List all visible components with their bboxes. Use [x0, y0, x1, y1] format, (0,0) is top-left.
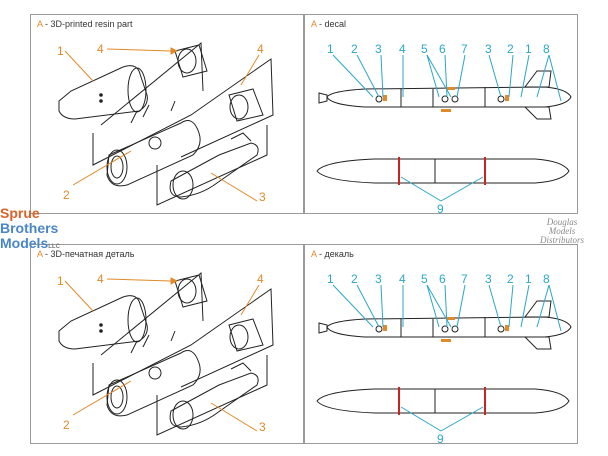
nose-cone-part [58, 295, 148, 350]
callout-2: 2 [63, 188, 70, 202]
callout-5: 5 [421, 272, 428, 286]
pod-top-view [316, 158, 570, 184]
resin-parts-illustration: 1 4 4 2 3 [57, 271, 274, 436]
watermark-sprue-brothers: Sprue Brothers ModelsLLC [0, 205, 60, 251]
callout-3: 3 [259, 420, 266, 434]
panel-decal-en: A - decal [304, 14, 578, 214]
callout-1: 1 [327, 42, 334, 56]
callout-6: 6 [439, 272, 446, 286]
callout-2b: 2 [507, 272, 514, 286]
callout-2: 2 [351, 272, 358, 286]
callout-8: 8 [543, 272, 550, 286]
callout-4b: 4 [257, 42, 264, 56]
callout-4a: 4 [97, 272, 104, 286]
callout-2: 2 [351, 42, 358, 56]
pod-top-view [316, 388, 570, 414]
callout-3b: 3 [485, 272, 492, 286]
callout-3: 3 [375, 42, 382, 56]
panel-title: A - 3D-печатная деталь [37, 249, 135, 259]
ring-part [228, 88, 264, 122]
callout-4: 4 [399, 42, 406, 56]
callout-3: 3 [259, 190, 266, 204]
panel-title: A - 3D-printed resin part [37, 19, 133, 29]
callout-1b: 1 [525, 272, 532, 286]
callout-7: 7 [461, 42, 468, 56]
center-fuselage-part [106, 120, 201, 187]
callout-1: 1 [57, 44, 64, 58]
resin-parts-illustration: 1 4 4 2 3 [57, 41, 274, 206]
pod-side-view [326, 316, 572, 338]
callout-1: 1 [57, 274, 64, 288]
panel-title: A - декаль [311, 249, 354, 259]
decal-placement-illustration: 1 2 3 4 5 6 7 3 2 1 8 9 [316, 42, 572, 214]
callout-7: 7 [461, 272, 468, 286]
ring-part [228, 318, 264, 352]
tail-cone-part [169, 142, 259, 198]
callout-9: 9 [437, 202, 444, 214]
watermark-douglas-models: Douglas Models Distributors [540, 217, 585, 245]
callout-6: 6 [439, 42, 446, 56]
callout-3b: 3 [485, 42, 492, 56]
callout-1: 1 [327, 272, 334, 286]
callout-4b: 4 [257, 272, 264, 286]
callout-5: 5 [421, 42, 428, 56]
panel-title: A - decal [311, 19, 347, 29]
callout-3: 3 [375, 272, 382, 286]
decal-placement-illustration: 1 2 3 4 5 6 7 3 2 1 8 9 [316, 272, 572, 444]
tail-cone-part [169, 372, 259, 428]
callout-4a: 4 [97, 42, 104, 56]
center-fuselage-part [106, 350, 201, 417]
panel-resin-en: A - 3D-printed resin part [30, 14, 304, 214]
pod-side-view [326, 86, 572, 108]
panel-decal-ru: A - декаль [304, 244, 578, 444]
nose-cone-part [58, 65, 148, 120]
callout-2: 2 [63, 418, 70, 432]
callout-4: 4 [399, 272, 406, 286]
callout-8: 8 [543, 42, 550, 56]
panel-resin-ru: A - 3D-печатная деталь [30, 244, 304, 444]
callout-1b: 1 [525, 42, 532, 56]
callout-9: 9 [437, 432, 444, 444]
callout-2b: 2 [507, 42, 514, 56]
